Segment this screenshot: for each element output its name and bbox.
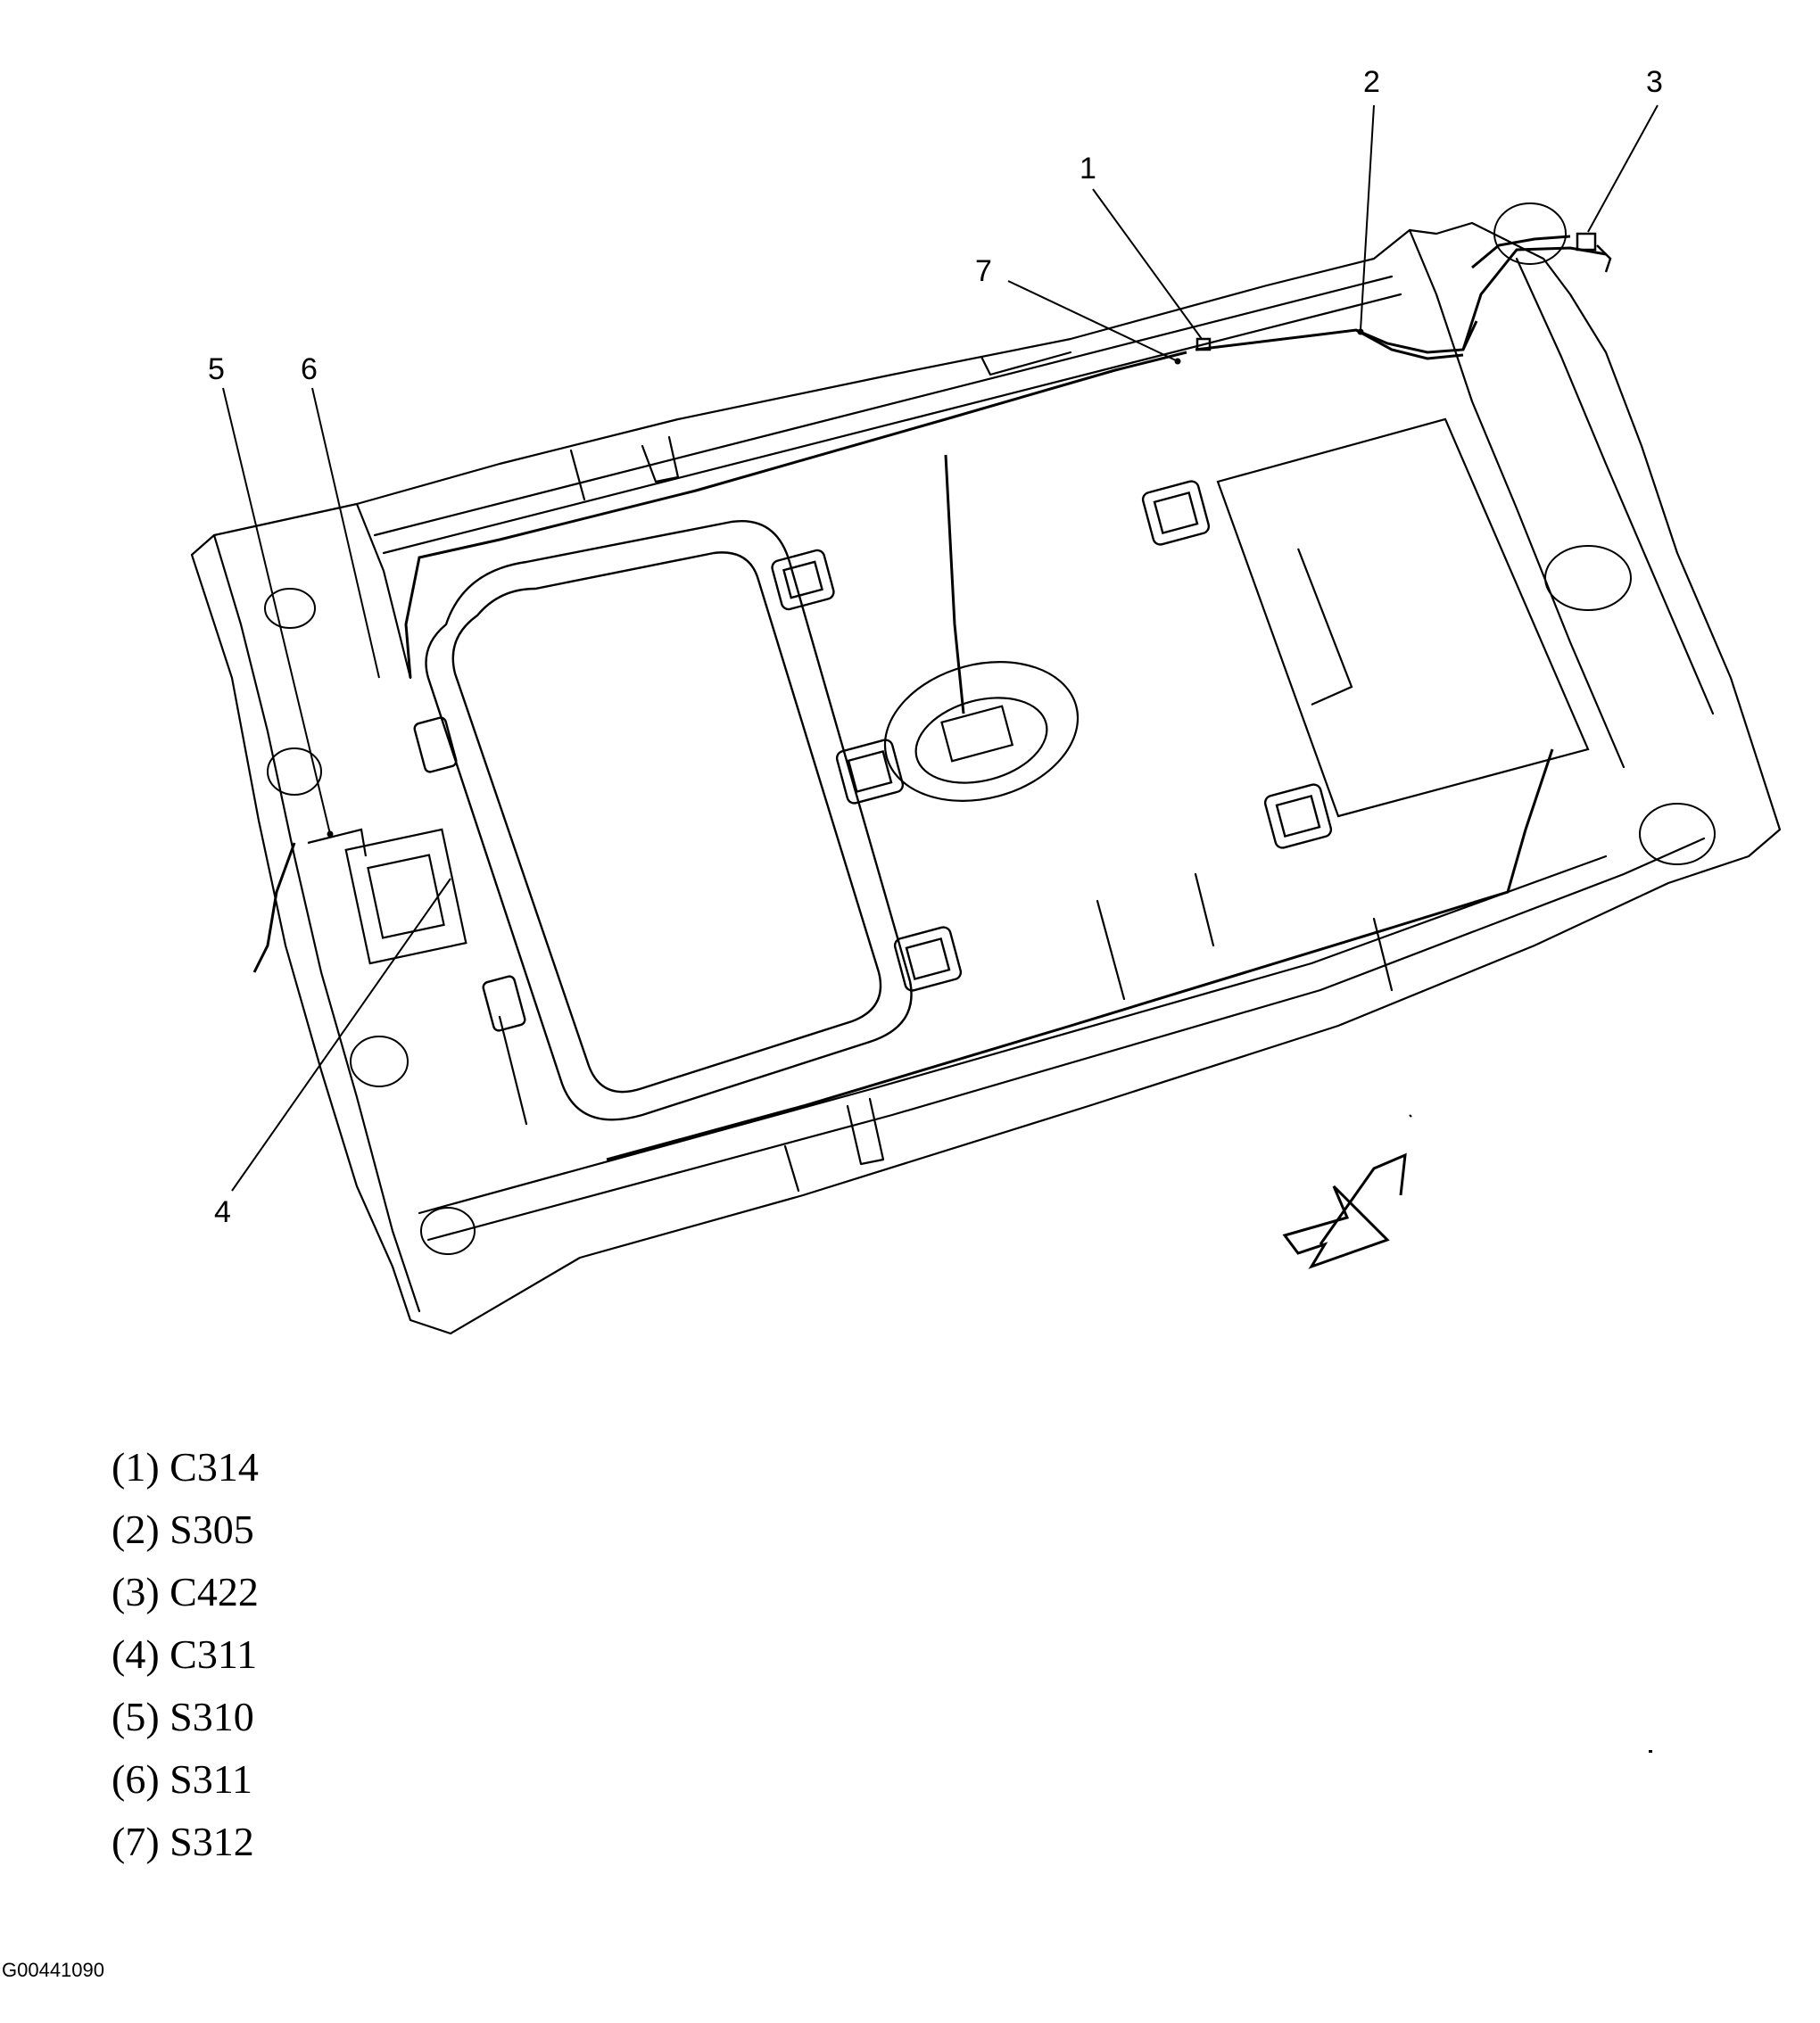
rear-panel (1216, 417, 1590, 1118)
headliner-wiring-diagram: 1 2 3 4 5 6 7 (190, 65, 1782, 1335)
callout-4: 4 (214, 1195, 231, 1229)
connector-c422 (1576, 232, 1612, 273)
legend-item-s305: (2) S305 (112, 1507, 254, 1552)
callout-numbers: 1 2 3 4 5 6 7 (208, 65, 1663, 1229)
callout-2: 2 (1363, 65, 1380, 99)
callout-1: 1 (1080, 152, 1096, 186)
front-direction-arrow-icon (1282, 1152, 1407, 1269)
legend-item-c311: (4) C311 (112, 1631, 258, 1677)
splice-s305 (1357, 328, 1364, 335)
sunroof-opening (425, 519, 913, 1121)
front-console (307, 828, 467, 965)
callout-3: 3 (1646, 65, 1663, 99)
legend-item-s311: (6) S311 (112, 1756, 253, 1802)
overhead-console (883, 661, 1080, 802)
roof-harness (252, 235, 1607, 1161)
grab-handle-pads (413, 480, 1333, 1032)
callout-5: 5 (208, 352, 225, 386)
callout-6: 6 (301, 352, 318, 386)
legend-item-c422: (3) C422 (112, 1569, 259, 1614)
legend-item-s310: (5) S310 (112, 1694, 254, 1739)
connector-c314 (1195, 337, 1212, 351)
stray-mark (1649, 1750, 1652, 1753)
legend-item-s312: (7) S312 (112, 1819, 254, 1864)
figure-id: G00441090 (2, 1959, 104, 1981)
component-legend: (1) C314 (2) S305 (3) C422 (4) C311 (5) … (112, 1436, 259, 1873)
legend-item-c314: (1) C314 (112, 1444, 259, 1490)
headliner-outline (190, 221, 1782, 1335)
callout-7: 7 (975, 254, 992, 288)
